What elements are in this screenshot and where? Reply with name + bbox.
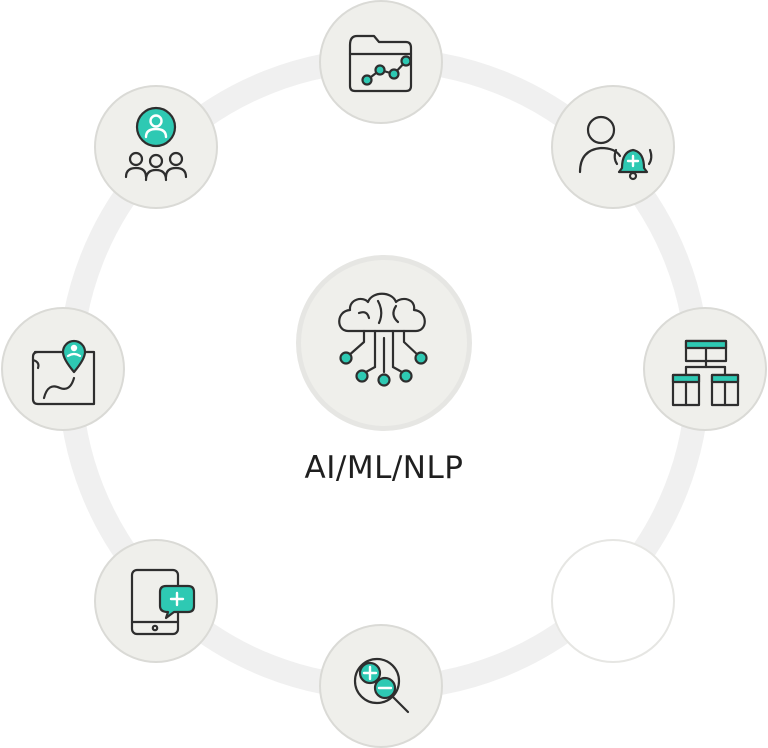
node-user-medical-alert[interactable] [551,85,675,209]
center-node[interactable] [296,255,472,431]
user-medical-alert-icon [578,115,653,181]
zoom-in-out-icon [353,657,410,714]
brain-circuit-icon [338,292,428,387]
node-team-user[interactable] [94,85,218,209]
node-map-location[interactable] [1,307,125,431]
center-label: AI/ML/NLP [304,450,464,486]
tablet-medical-chat-icon [130,568,196,636]
node-empty [551,539,675,663]
org-chart-icon [671,339,740,407]
node-tablet-medical-chat[interactable] [94,539,218,663]
node-zoom-in-out[interactable] [319,624,443,748]
folder-chart-icon [348,34,413,93]
node-org-chart[interactable] [643,307,767,431]
map-location-icon [31,339,96,406]
node-folder-chart[interactable] [319,0,443,124]
team-user-icon [124,106,188,182]
